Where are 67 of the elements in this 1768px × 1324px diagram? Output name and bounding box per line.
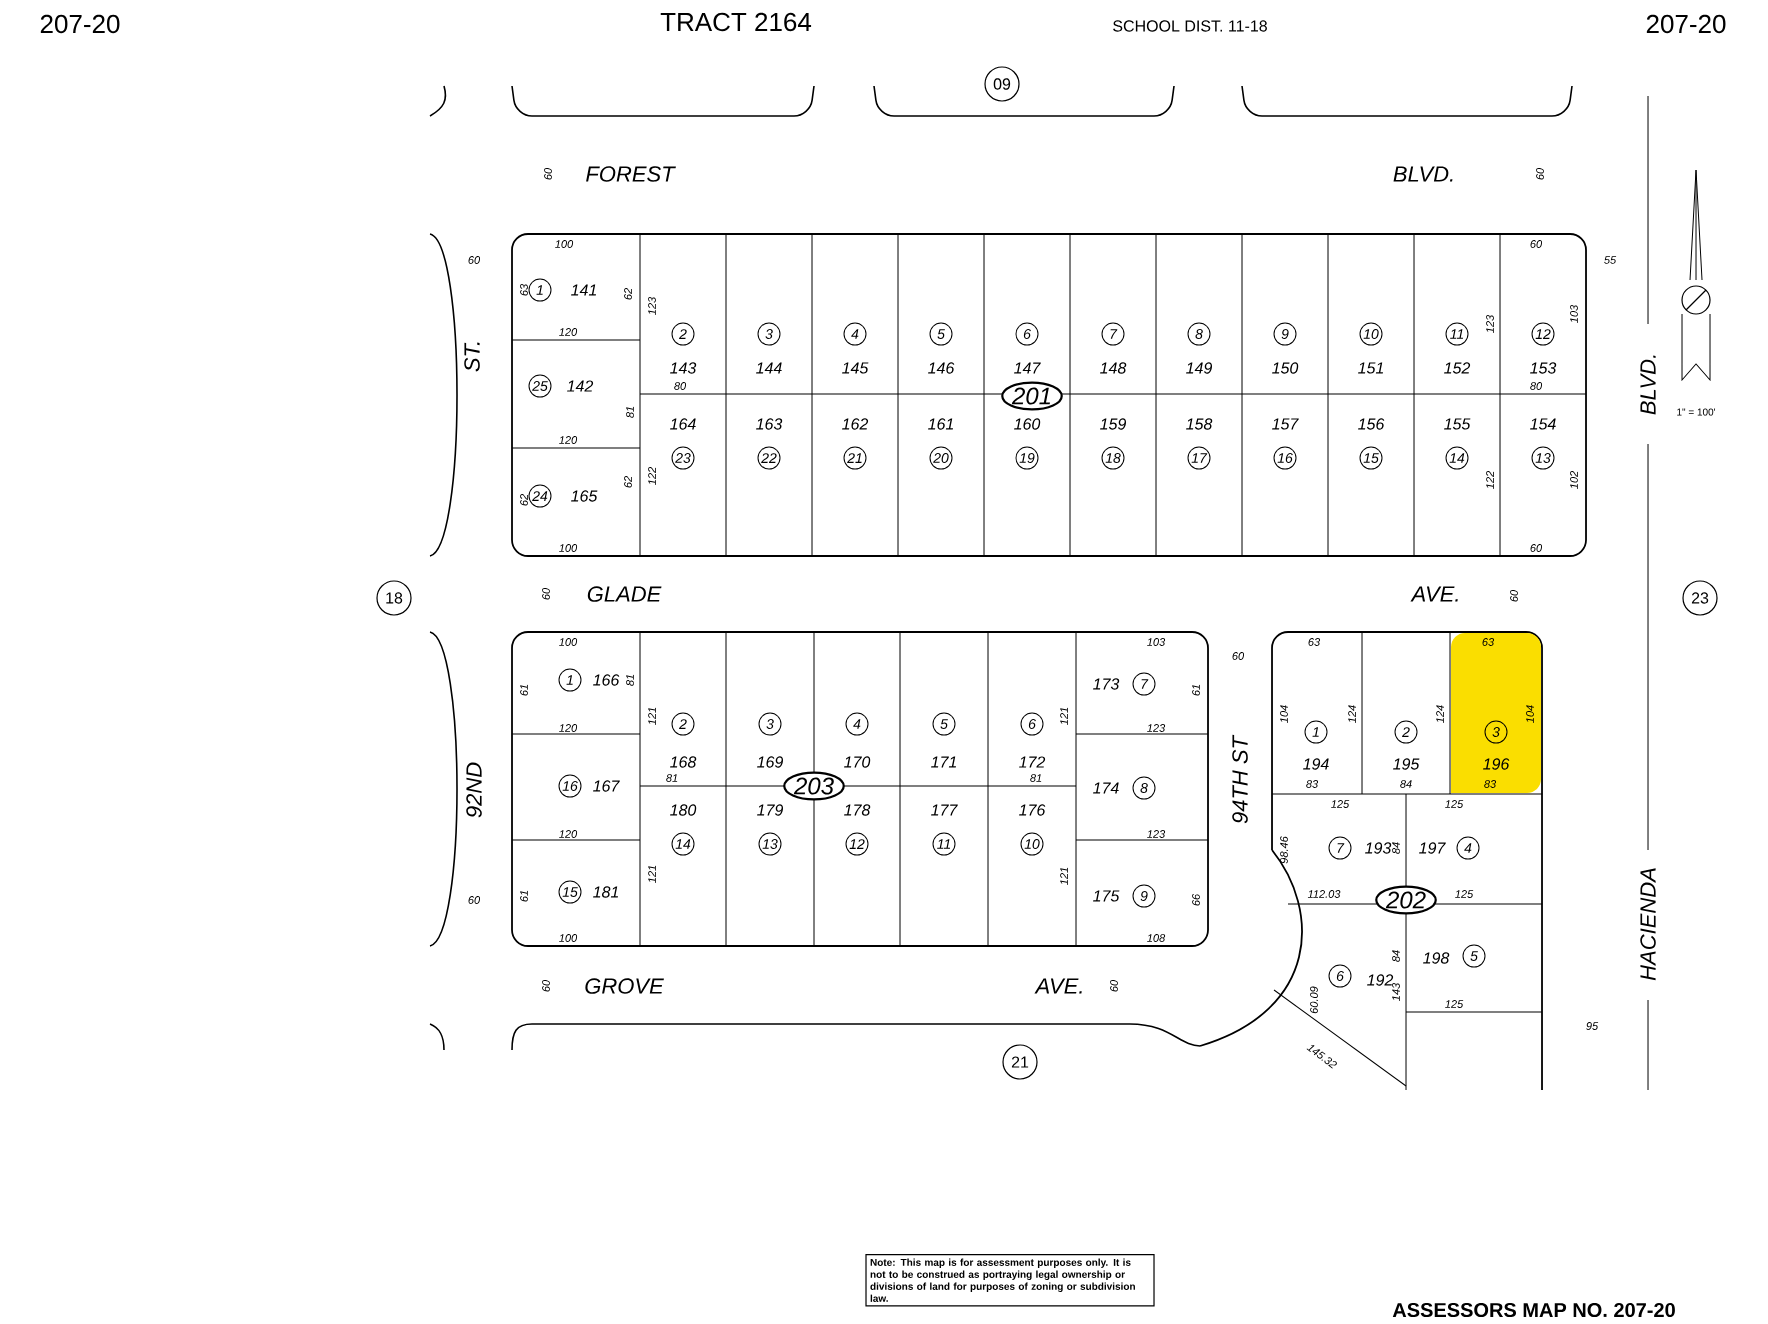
block-number: 202 [1375, 885, 1437, 915]
lot-number: 197 [1419, 842, 1446, 854]
lot-number: 179 [757, 804, 783, 816]
lot-number: 181 [593, 886, 618, 898]
lot-number: 144 [756, 362, 782, 374]
lot-number: 175 [1093, 890, 1120, 902]
map-number: 207-20 [40, 14, 120, 34]
street-name: BLVD. [1640, 355, 1656, 415]
lot-number: 141 [571, 284, 596, 296]
lot-number: 159 [1100, 418, 1126, 430]
lot-number: 160 [1014, 418, 1041, 430]
map-number: TRACT 2164 [660, 12, 812, 32]
lot-number: 196 [1483, 758, 1510, 770]
lot-number: 156 [1358, 418, 1385, 430]
lot-number: 177 [931, 804, 958, 816]
lot-number: 171 [931, 756, 956, 768]
lot-number: 195 [1393, 758, 1420, 770]
lot-number: 173 [1093, 678, 1120, 690]
lot-number: 174 [1093, 782, 1119, 794]
lot-number: 147 [1014, 362, 1041, 374]
lot-number: 161 [928, 418, 953, 430]
street-name: BLVD. [1393, 166, 1453, 182]
street-name: AVE. [1410, 586, 1458, 602]
street-name: ST. [464, 342, 480, 372]
lot-number: 150 [1272, 362, 1299, 374]
lot-number: 153 [1530, 362, 1557, 374]
lot-number: 142 [567, 380, 594, 392]
street-name: FOREST [586, 166, 676, 182]
street-name: AVE. [1034, 978, 1082, 994]
lot-number: 176 [1019, 804, 1046, 816]
map-number: ASSESSORS MAP NO. 207-20 [1392, 1302, 1675, 1318]
lot-number: 164 [670, 418, 696, 430]
lot-number: 152 [1444, 362, 1471, 374]
lot-number: 158 [1186, 418, 1213, 430]
lot-number: 145 [842, 362, 869, 374]
lot-number: 172 [1019, 756, 1046, 768]
lot-number: 162 [842, 418, 869, 430]
street-name: 92ND [466, 762, 482, 818]
lot-number: 165 [571, 490, 598, 502]
lot-number: 180 [670, 804, 697, 816]
lot-number: 170 [844, 756, 871, 768]
street-name: GROVE [585, 978, 664, 994]
lot-number: 194 [1303, 758, 1329, 770]
district-label: SCHOOL DIST. 11-18 [1113, 20, 1267, 32]
block-number: 201 [1001, 381, 1063, 411]
lot-number: 167 [593, 780, 620, 792]
lot-number: 166 [593, 674, 620, 686]
lot-number: 192 [1367, 974, 1394, 986]
street-name: 94TH ST [1232, 734, 1248, 824]
lot-number: 168 [670, 756, 697, 768]
lot-number: 149 [1186, 362, 1212, 374]
street-name: GLADE [587, 586, 662, 602]
lot-number: 154 [1530, 418, 1556, 430]
lot-number: 146 [928, 362, 955, 374]
street-name: HACIENDA [1640, 868, 1656, 981]
lot-number: 193 [1365, 842, 1392, 854]
lot-number: 198 [1423, 952, 1450, 964]
lot-number: 178 [844, 804, 871, 816]
lot-number: 155 [1444, 418, 1471, 430]
lot-number: 151 [1358, 362, 1383, 374]
map-number: 207-20 [1646, 14, 1726, 34]
lot-number: 148 [1100, 362, 1127, 374]
lot-number: 163 [756, 418, 783, 430]
lot-number: 157 [1272, 418, 1299, 430]
lot-number: 143 [670, 362, 697, 374]
lot-number: 169 [757, 756, 783, 768]
block-number: 203 [783, 771, 845, 801]
